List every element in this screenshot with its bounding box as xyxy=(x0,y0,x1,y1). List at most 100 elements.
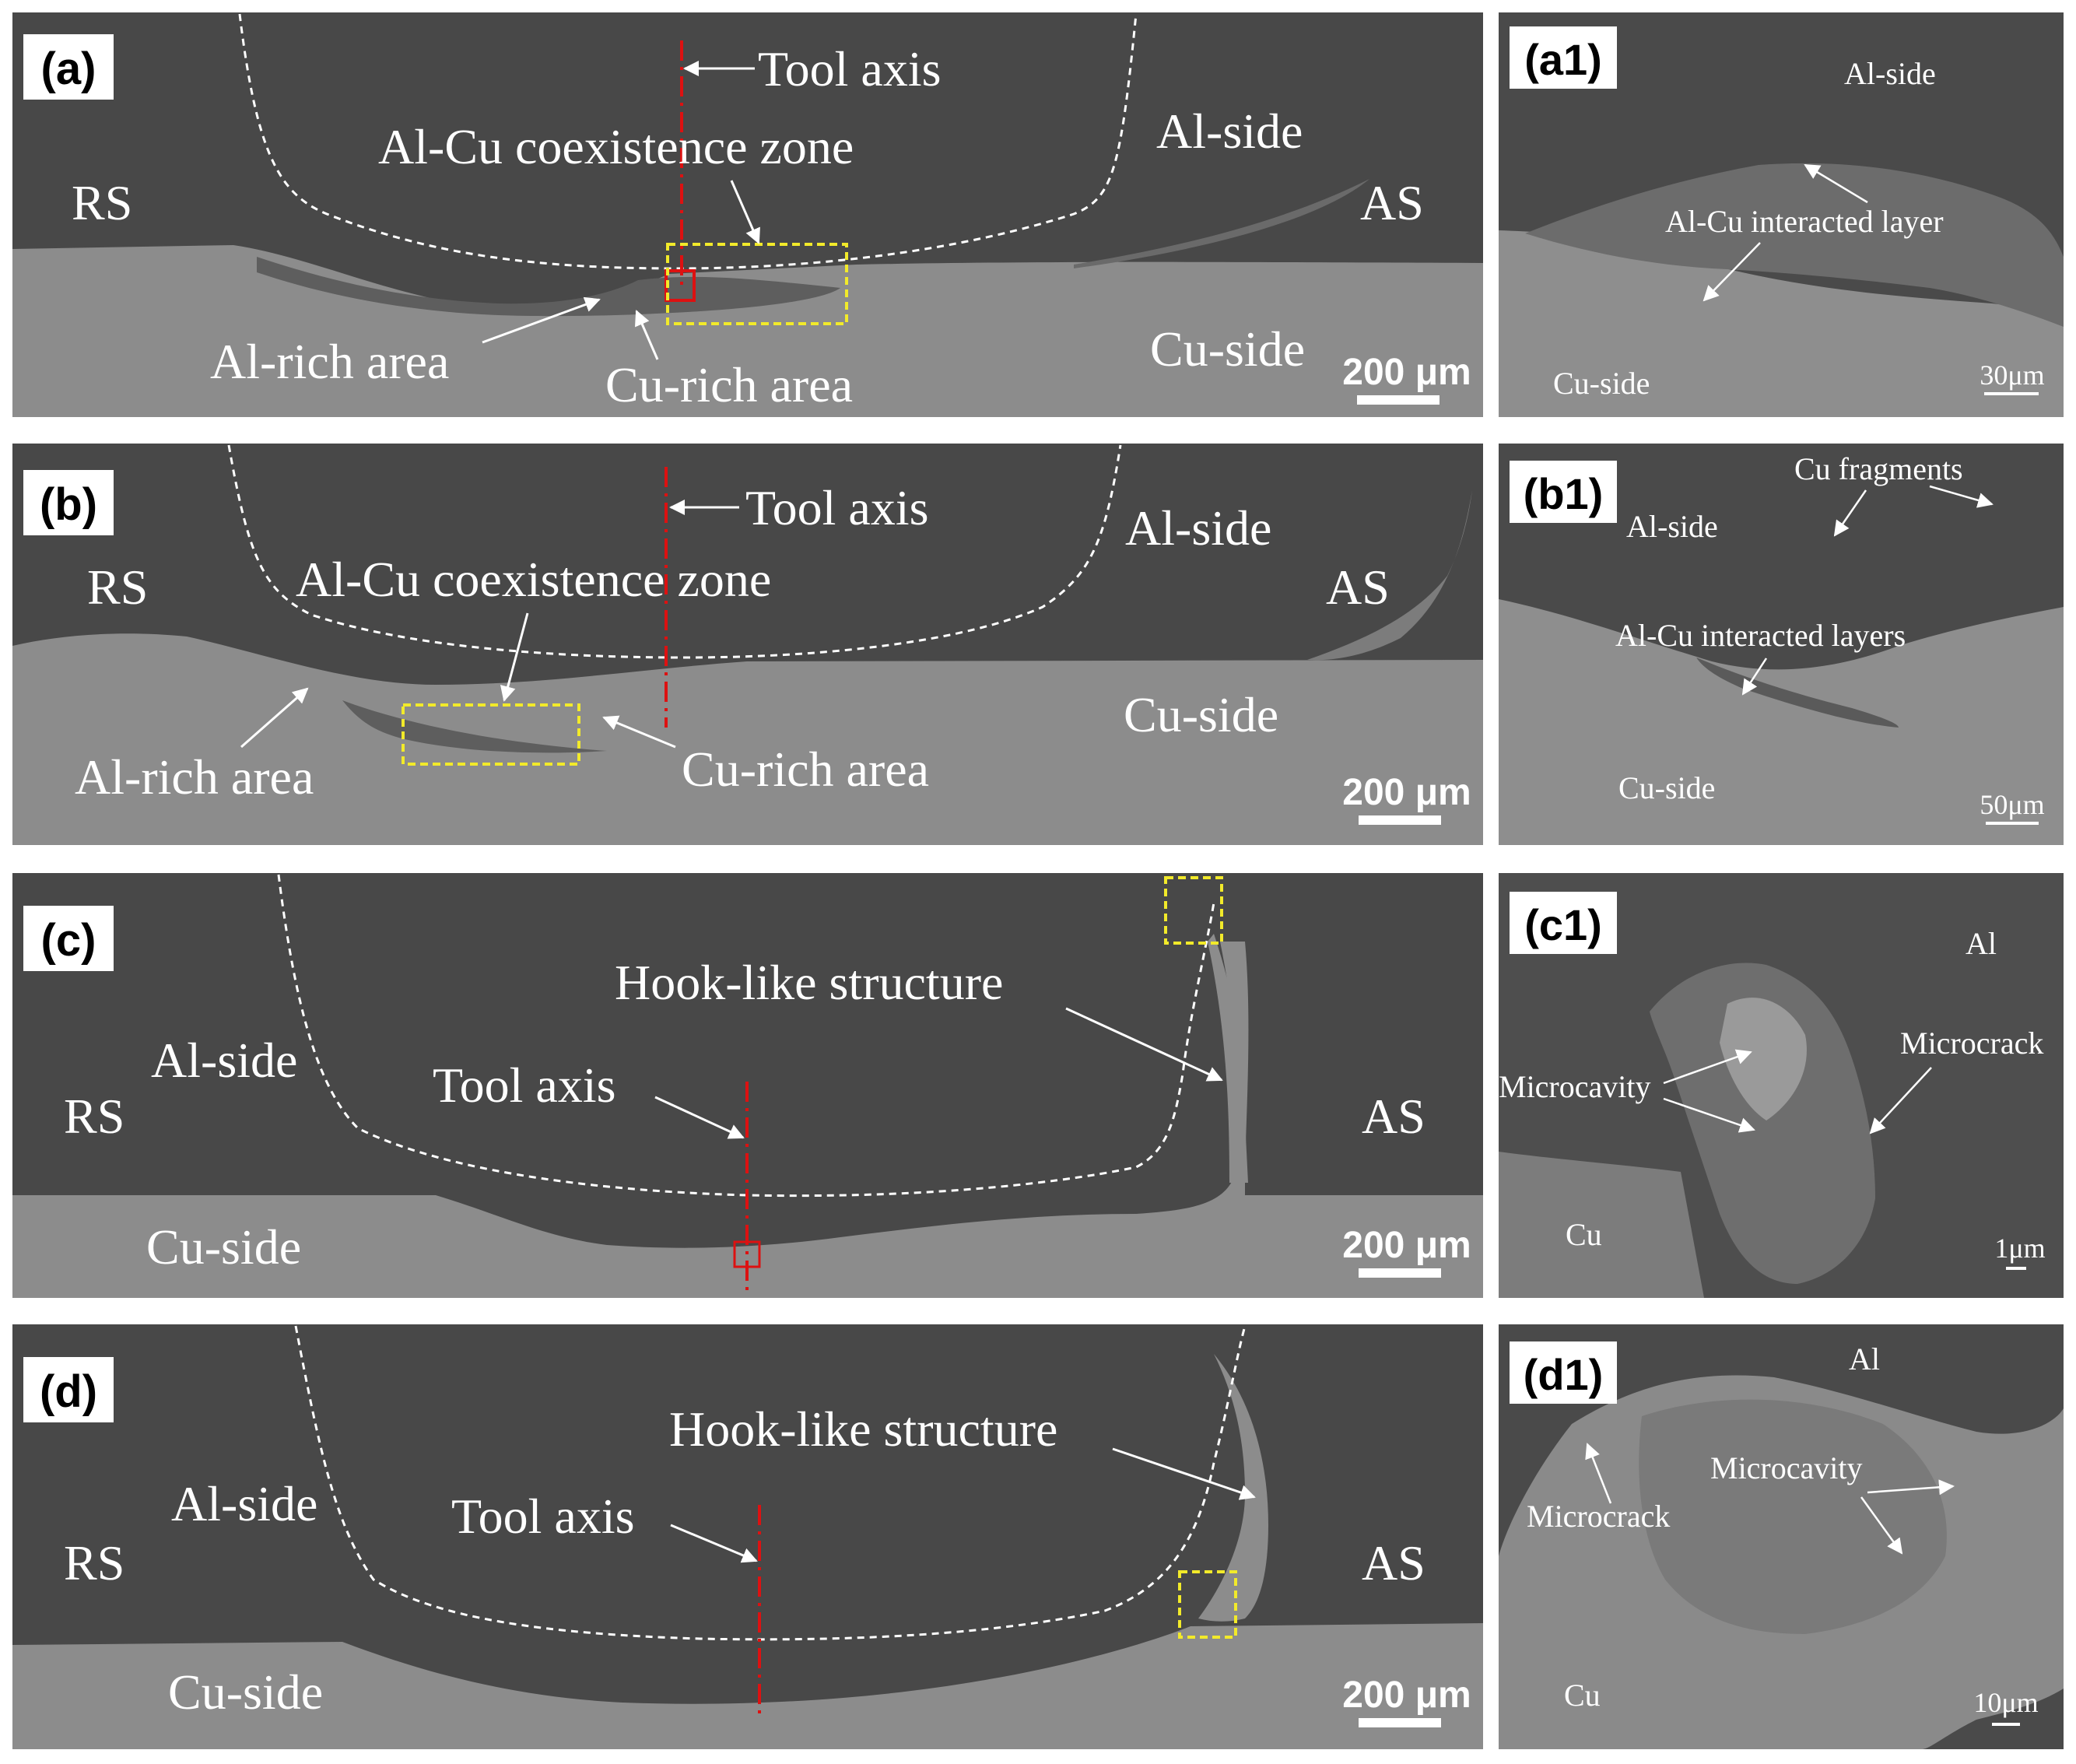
panel-c1-microcavity-arrow-1 xyxy=(1663,1049,1752,1085)
panel-b-zone-arrow xyxy=(500,612,529,702)
panel-c1-microcrack-arrow xyxy=(1869,1067,1932,1135)
panel-a-label-box xyxy=(23,34,114,100)
panel-b1-scale-bar xyxy=(1986,822,2039,825)
panel-a-zone-text: Al-Cu coexistence zone xyxy=(378,119,854,174)
panel-b1-al-side-text: Al-side xyxy=(1626,509,1718,544)
panel-a1-layer xyxy=(1525,163,2064,327)
panel-c1-microcrack-text: Microcrack xyxy=(1900,1026,2043,1061)
panel-d-label-box xyxy=(23,1357,114,1422)
panel-c-tool-axis-text: Tool axis xyxy=(433,1057,616,1113)
panel-d: (d) Hook-like structure Al-side Tool axi… xyxy=(12,1324,1483,1749)
panel-c1-microcavity-text: Microcavity xyxy=(1499,1069,1651,1104)
panel-a1-scale-bar xyxy=(1984,392,2039,395)
panel-b-tool-axis-text: Tool axis xyxy=(745,480,929,535)
panel-a-al-rich-text: Al-rich area xyxy=(210,334,449,389)
panel-a1-al-side-text: Al-side xyxy=(1844,56,1936,91)
panel-a1-scale-text: 30μm xyxy=(1980,359,2044,391)
panel-b1-layers-arrow xyxy=(1741,658,1768,696)
panel-d1-cavity-region xyxy=(1639,1399,1947,1634)
panel-b-scale-bar xyxy=(1359,815,1441,825)
panel-b-as-hook xyxy=(1307,490,1472,661)
panel-b-cu-side-text: Cu-side xyxy=(1124,687,1278,742)
panel-a-cu-rich-arrow xyxy=(635,310,659,360)
panel-c1-label-box xyxy=(1510,892,1617,954)
panel-c1-label: (c1) xyxy=(1524,900,1602,949)
panel-d-hook-text: Hook-like structure xyxy=(669,1401,1057,1457)
panel-a1-layer-arrow-up xyxy=(1804,163,1868,204)
panel-c1-microcavity-arrow-2 xyxy=(1663,1097,1755,1133)
panel-c1-mixed-region xyxy=(1650,963,1875,1284)
panel-b1-layers-text: Al-Cu interacted layers xyxy=(1615,618,1906,653)
panel-b1-layer xyxy=(1696,658,1899,728)
panel-c-tool-axis-arrow xyxy=(654,1096,745,1139)
panel-a-boundary xyxy=(238,13,1138,270)
panel-c: (c) Hook-like structure Al-side Tool axi… xyxy=(12,873,1483,1298)
panel-d-hook xyxy=(1198,1354,1268,1622)
panel-c-cu-side-text: Cu-side xyxy=(146,1219,301,1275)
panel-b-al-rich-arrow xyxy=(240,687,309,749)
panel-b-as-text: AS xyxy=(1326,559,1390,615)
panel-b1-fragments-text: Cu fragments xyxy=(1794,451,1963,486)
panel-b1-scale-text: 50μm xyxy=(1980,789,2044,820)
panel-d1-label-box xyxy=(1510,1341,1617,1404)
panel-b-label-box xyxy=(23,470,114,535)
panel-d1-microcavity-text: Microcavity xyxy=(1710,1450,1863,1485)
panel-b-label: (b) xyxy=(40,479,97,530)
panel-a1-label: (a1) xyxy=(1524,35,1602,84)
panel-a-cu-side-text: Cu-side xyxy=(1150,321,1305,377)
panel-a1-layer-text: Al-Cu interacted layer xyxy=(1665,204,1944,239)
panel-b-cu-region xyxy=(12,633,1483,845)
panel-a-zone-arrow xyxy=(730,180,760,244)
panel-d-scale-bar xyxy=(1359,1718,1441,1727)
panel-a-rs-text: RS xyxy=(72,175,132,230)
panel-a-as-streak xyxy=(1074,179,1369,268)
panel-c-yellow-box xyxy=(1164,876,1223,945)
panel-d1-microcavity-arrow-1 xyxy=(1867,1479,1955,1496)
panel-c1-bright-phase xyxy=(1720,998,1807,1120)
panel-a: (a) Tool axis Al-Cu coexistence zone Al-… xyxy=(12,12,1483,417)
panel-b-zone-text: Al-Cu coexistence zone xyxy=(296,552,771,607)
panel-d-cu-region xyxy=(12,1623,1483,1749)
panel-b-boundary xyxy=(227,444,1122,659)
panel-b-al-rich-text: Al-rich area xyxy=(75,749,314,805)
panel-c-scale-bar xyxy=(1359,1268,1441,1278)
panel-a-as-text: AS xyxy=(1360,175,1424,230)
panel-a-tool-axis-text: Tool axis xyxy=(758,41,942,96)
panel-c-label-box xyxy=(23,906,114,971)
panel-a1-cu-region xyxy=(1499,230,2064,417)
panel-a-cu-region xyxy=(12,245,1483,417)
panel-a-al-rich-arrow xyxy=(482,296,601,344)
panel-c1-cu-text: Cu xyxy=(1566,1217,1602,1252)
panel-b-rs-text: RS xyxy=(87,559,148,615)
panel-d1-label: (d1) xyxy=(1524,1350,1604,1399)
panel-d1-microcrack-text: Microcrack xyxy=(1527,1499,1670,1534)
panel-c-al-side-text: Al-side xyxy=(151,1033,297,1088)
panel-c1-al-text: Al xyxy=(1966,926,1997,961)
panel-d-tool-axis-arrow xyxy=(670,1524,758,1563)
panel-c-as-text: AS xyxy=(1362,1089,1425,1144)
panel-c1-scale-text: 1μm xyxy=(1994,1233,2045,1264)
panel-b1-label: (b1) xyxy=(1524,469,1604,518)
panel-d-label: (d) xyxy=(40,1366,97,1417)
panel-d1-microcavity-arrow-2 xyxy=(1860,1496,1903,1555)
panel-b1-cu-region xyxy=(1499,599,2064,845)
panel-b-cu-rich-text: Cu-rich area xyxy=(682,742,929,797)
panel-a-cu-rich-text: Cu-rich area xyxy=(605,357,853,412)
panel-c-cu-region xyxy=(12,942,1483,1298)
panel-c-scale-text: 200 μm xyxy=(1342,1225,1471,1266)
panel-c-hook-text: Hook-like structure xyxy=(615,955,1003,1010)
panel-a-al-side-text: Al-side xyxy=(1156,103,1303,159)
panel-b-yellow-box xyxy=(402,703,580,766)
panel-d-boundary xyxy=(294,1325,1247,1641)
panel-b1-fragments-arrow-1 xyxy=(1833,489,1867,537)
panel-c-label: (c) xyxy=(41,915,96,966)
panel-c-rs-text: RS xyxy=(64,1089,124,1144)
panel-c1-cu-region xyxy=(1499,1152,1704,1298)
panel-c1: (c1) Al Microcrack Microcavity Cu 1μm xyxy=(1499,873,2064,1298)
panel-b-mixed-layer xyxy=(342,700,607,753)
panel-c1-scale-bar xyxy=(2006,1267,2026,1270)
panel-a1: (a1) Al-side Al-Cu interacted layer Cu-s… xyxy=(1499,12,2064,417)
panel-c-hook-arrow xyxy=(1065,1007,1223,1082)
panel-a-label: (a) xyxy=(41,44,96,94)
